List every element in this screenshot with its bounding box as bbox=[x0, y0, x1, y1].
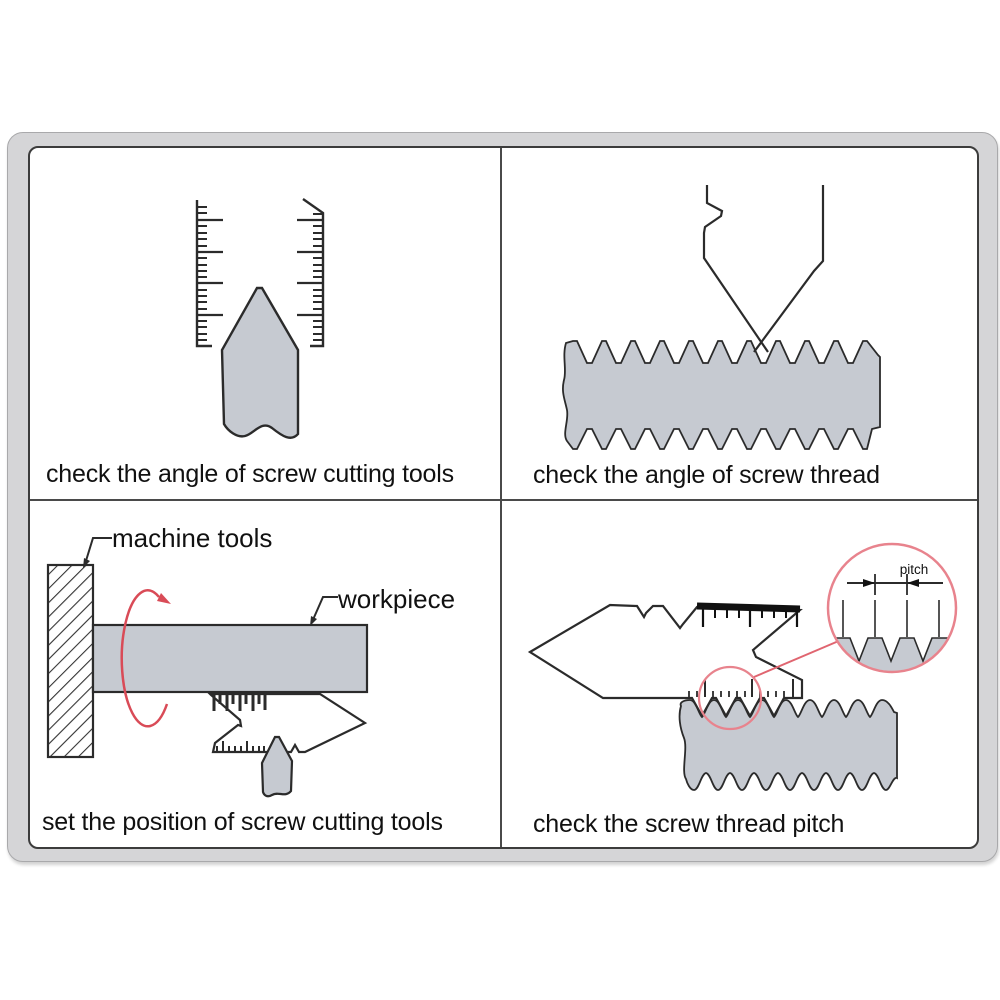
pitch-gauge-scale-short-ticks bbox=[714, 609, 787, 618]
rotation-arrow-arc bbox=[120, 589, 169, 728]
machine-tools-leader-line bbox=[84, 537, 112, 565]
magnifier-background bbox=[828, 544, 956, 672]
panel-caption-thread-angle: check the angle of screw thread bbox=[533, 461, 880, 489]
pitch-dimension-arrow-left bbox=[863, 579, 875, 587]
workpiece-bar bbox=[91, 623, 369, 694]
machine-tools-label: machine tools bbox=[112, 523, 272, 553]
pitch-dimension-arrow-right bbox=[907, 579, 919, 587]
panel-caption-tool-position: set the position of screw cutting tools bbox=[42, 808, 443, 836]
right-gauge-blade bbox=[302, 198, 325, 348]
cutting-tool-shape bbox=[260, 735, 294, 798]
panel-caption-thread-pitch: check the screw thread pitch bbox=[533, 810, 845, 838]
panel-caption-tool-angle: check the angle of screw cutting tools bbox=[46, 460, 454, 488]
screw-thread-shape bbox=[562, 340, 881, 450]
workpiece-leader-arrowhead bbox=[310, 616, 317, 626]
thread-angle-gauge-drawing bbox=[562, 185, 881, 450]
right-gauge-short-ticks bbox=[313, 213, 323, 341]
pitch-extension-ticks bbox=[874, 574, 908, 595]
center-gauge-outline bbox=[207, 692, 368, 754]
magnifier-leader-line bbox=[753, 639, 842, 678]
thread-pitch-drawing: pitch bbox=[527, 542, 958, 791]
pitch-gauge-scale-bar bbox=[696, 602, 801, 613]
pitch-gauge-outline bbox=[527, 603, 804, 719]
tool-position-drawing: machine tools workpiece bbox=[46, 523, 455, 798]
screw-thread-shape bbox=[678, 699, 898, 791]
cutting-tool-shape bbox=[220, 286, 300, 439]
center-gauge-bottom-ruler-ticks bbox=[216, 741, 265, 751]
pitch-gauge-foot-long-ticks bbox=[704, 679, 794, 697]
center-gauge-right-edge bbox=[753, 185, 825, 353]
tool-angle-gauge-drawing bbox=[195, 198, 325, 439]
right-gauge-long-ticks bbox=[297, 218, 323, 317]
workpiece-label: workpiece bbox=[337, 584, 455, 614]
machine-chuck-hatched bbox=[46, 563, 95, 759]
grid-divider-horizontal bbox=[30, 499, 977, 501]
magnified-crest-lines bbox=[842, 600, 940, 637]
machine-tools-leader-arrowhead bbox=[83, 558, 90, 568]
workpiece-leader-line bbox=[311, 596, 338, 623]
center-gauge-top-comb-ticks bbox=[212, 695, 267, 711]
left-gauge-blade bbox=[195, 200, 212, 348]
pitch-gauge-scale-long-ticks bbox=[701, 609, 799, 627]
center-gauge-outline bbox=[702, 185, 769, 353]
left-gauge-short-ticks bbox=[197, 206, 207, 341]
mesh-highlight-circle bbox=[697, 665, 763, 731]
pitch-label: pitch bbox=[900, 562, 929, 577]
left-gauge-long-ticks bbox=[197, 218, 223, 317]
rotation-arrow-head bbox=[157, 593, 171, 604]
grid-divider-vertical bbox=[500, 148, 502, 847]
magnifier-circle bbox=[826, 542, 958, 674]
